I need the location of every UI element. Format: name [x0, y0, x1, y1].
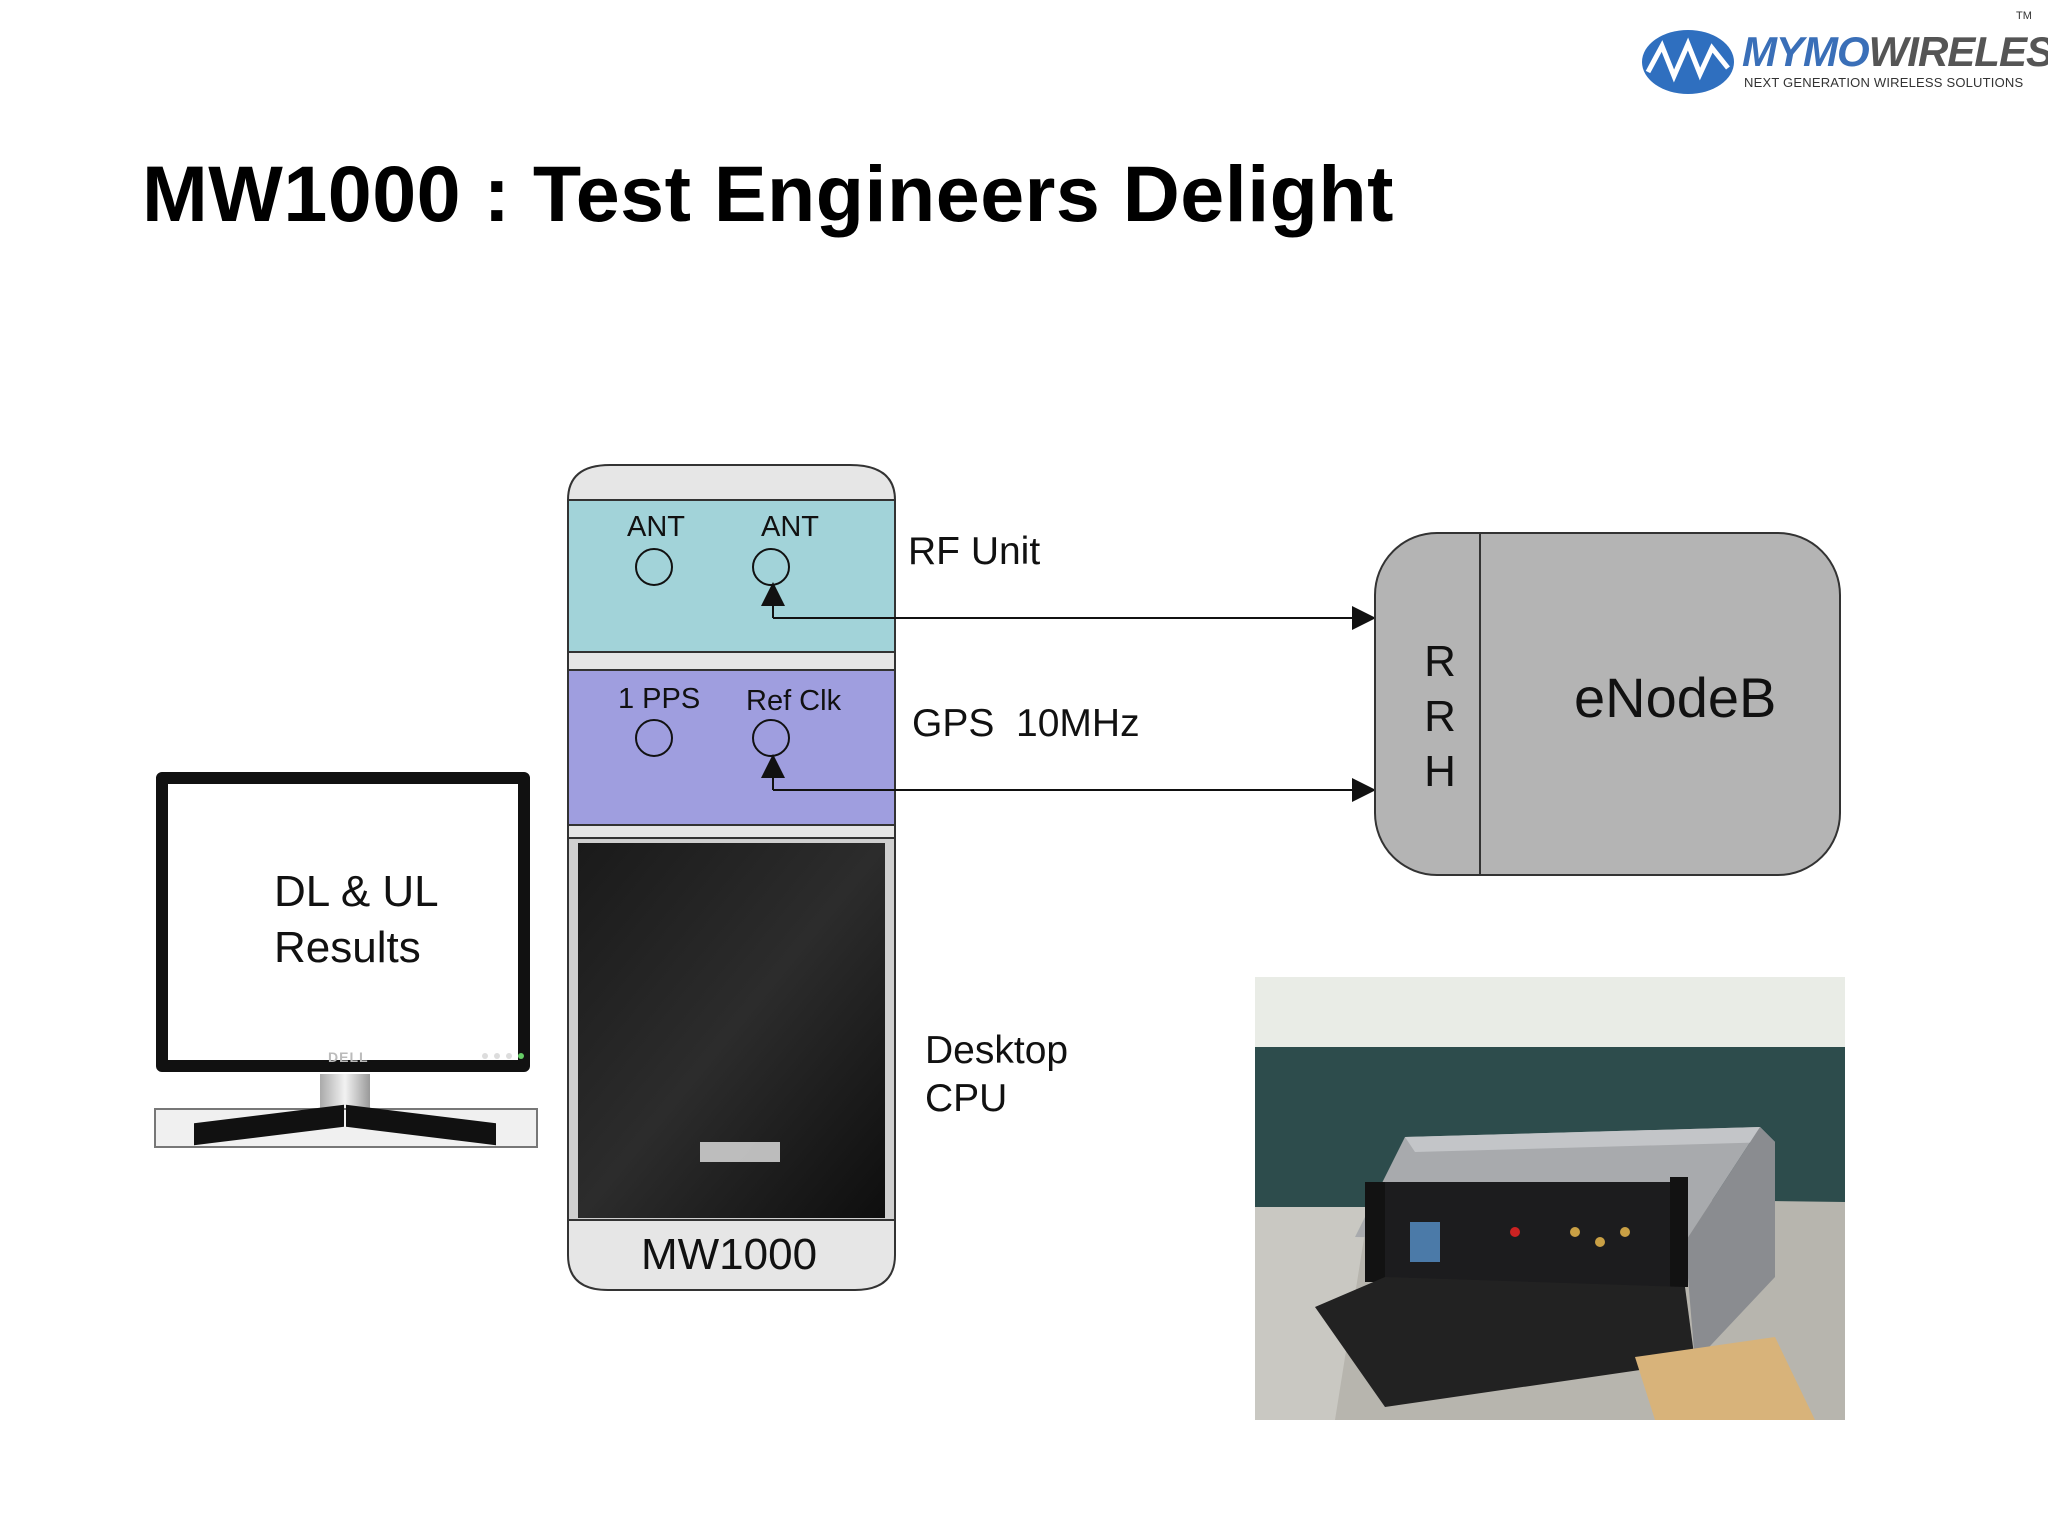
enodeb-label: eNodeB [1574, 666, 1777, 729]
monitor-led [494, 1053, 500, 1059]
rf-unit-label: RF Unit [908, 530, 1041, 573]
monitor-led [482, 1053, 488, 1059]
results-monitor: DL & UL Results DELL [150, 770, 540, 1150]
rack-server-photo-icon [1255, 977, 1845, 1420]
mw1000-label: MW1000 [641, 1230, 818, 1279]
logo-brand-text: MYMOWIRELESS [1742, 28, 2048, 76]
monitor-text: DL & UL Results [274, 864, 439, 976]
desktop-cpu-label: Desktop CPU [925, 1027, 1068, 1123]
pps-label: 1 PPS [618, 683, 701, 715]
ant-label-left: ANT [627, 511, 685, 543]
logo-wave-icon [1642, 30, 1734, 94]
ant-port-left [635, 548, 673, 586]
monitor-screen: DL & UL Results [156, 772, 530, 1072]
rrh-letter: R [1424, 692, 1456, 741]
refclk-label: Ref Clk [746, 685, 842, 717]
slide-title: MW1000 : Test Engineers Delight [142, 149, 1394, 238]
logo-brand-suffix: WIRELESS [1868, 28, 2048, 75]
dell-logo: DELL [328, 1049, 369, 1065]
desktop-label-line1: Desktop [925, 1029, 1069, 1072]
rf-panel [567, 499, 896, 653]
gps-panel [567, 669, 896, 826]
gps-label: GPS 10MHz [912, 702, 1140, 745]
pps-port [635, 719, 673, 757]
rack-server-photo [1255, 977, 1845, 1420]
rrh-label: R R H [1424, 634, 1456, 799]
desktop-label-line2: CPU [925, 1077, 1008, 1120]
rrh-letter: H [1424, 747, 1456, 796]
rrh-letter: R [1424, 637, 1456, 686]
monitor-line-1: DL & UL [274, 867, 439, 916]
enodeb-box [1374, 532, 1841, 876]
logo-trademark: TM [2016, 10, 2032, 22]
monitor-power-led [518, 1053, 524, 1059]
logo-tagline: NEXT GENERATION WIRELESS SOLUTIONS [1744, 75, 2024, 90]
cpu-drive-slot [700, 1142, 780, 1162]
monitor-line-2: Results [274, 923, 421, 972]
company-logo: MYMOWIRELESS NEXT GENERATION WIRELESS SO… [1640, 10, 2048, 100]
ant-label-right: ANT [761, 511, 819, 543]
monitor-led [506, 1053, 512, 1059]
